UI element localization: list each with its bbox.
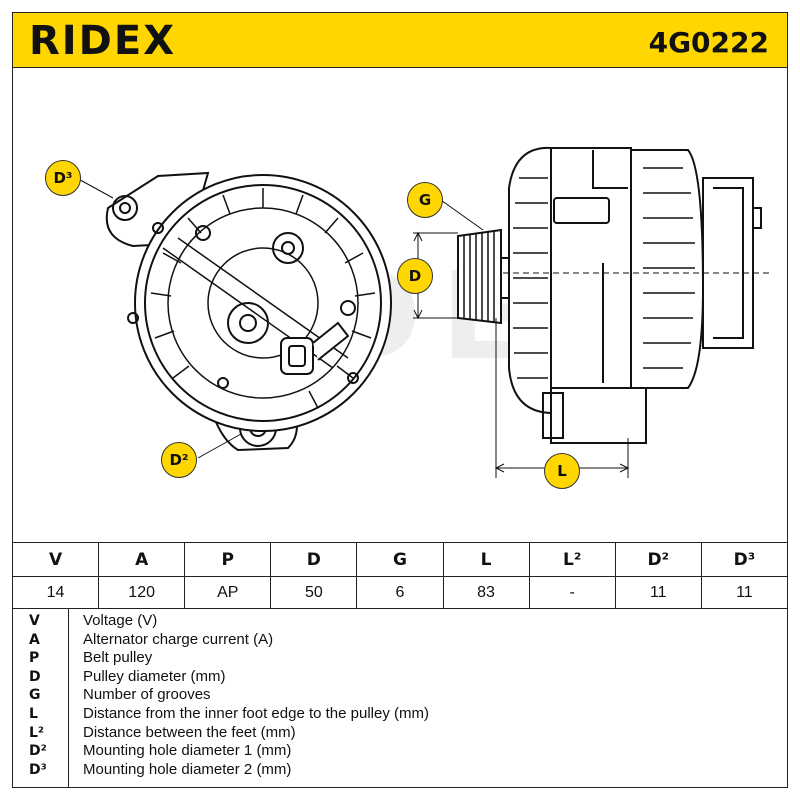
spec-value-cell: 50 [270,576,358,609]
spec-value-cell: - [528,576,616,609]
spec-value-cell: AP [184,576,272,609]
spec-header-cell: D [270,542,358,577]
legend: V Voltage (V) A Alternator charge curren… [12,608,788,788]
brand-logo: RIDEX [29,18,177,64]
spec-value-cell: 11 [700,576,789,609]
callout-l: L [544,453,580,489]
legend-row: V Voltage (V) [13,612,787,631]
callout-g: G [407,182,443,218]
legend-desc: Distance from the inner foot edge to the… [83,705,429,722]
legend-row: A Alternator charge current (A) [13,631,787,650]
callout-d2: D² [161,442,197,478]
legend-desc: Pulley diameter (mm) [83,667,226,685]
legend-key: A [29,631,40,648]
legend-row: D³ Mounting hole diameter 2 (mm) [13,761,787,780]
spec-header-cell: P [184,542,272,577]
spec-value-cell: 6 [356,576,444,609]
legend-row: L² Distance between the feet (mm) [13,724,787,743]
legend-desc: Voltage (V) [83,612,158,629]
alternator-front-view [105,171,392,452]
legend-key: D² [29,743,47,760]
spec-table: V A P D G L L² D² D³ 14 120 AP 50 6 83 -… [11,542,789,609]
spec-header-row: V A P D G L L² D² D³ [11,542,789,577]
spec-value-cell: 120 [98,576,186,609]
legend-desc: Belt pulley [83,649,153,667]
spec-value-cell: 83 [442,576,530,609]
alternator-side-view [457,146,773,444]
header-bar: RIDEX 4G0222 [12,12,788,68]
spec-header-cell: D² [614,542,702,577]
legend-desc: Mounting hole diameter 2 (mm) [83,760,292,778]
legend-desc: Mounting hole diameter 1 (mm) [83,742,292,760]
spec-header-cell: V [11,542,100,577]
legend-row: G Number of grooves [13,686,787,705]
legend-desc: Distance between the feet (mm) [83,723,296,741]
technical-drawing: RIDEX [13,68,787,542]
legend-row: P Belt pulley [13,649,787,668]
callout-d: D [397,258,433,294]
spec-header-cell: L [442,542,530,577]
legend-desc: Number of grooves [83,686,211,704]
dimension-lines [72,175,630,478]
legend-row: D² Mounting hole diameter 1 (mm) [13,742,787,761]
spec-header-cell: D³ [700,542,789,577]
spec-value-row: 14 120 AP 50 6 83 - 11 11 [11,576,789,609]
spec-value-cell: 14 [11,576,100,609]
legend-key: G [29,687,41,704]
spec-header-cell: L² [528,542,616,577]
legend-key: L² [29,724,45,741]
legend-key: V [29,613,40,629]
callout-d3: D³ [45,160,81,196]
legend-divider [68,608,69,787]
part-number: 4G0222 [648,26,769,59]
legend-desc: Alternator charge current (A) [83,630,274,648]
legend-key: D³ [29,761,47,778]
legend-row: D Pulley diameter (mm) [13,668,787,687]
spec-header-cell: A [98,542,186,577]
legend-row: L Distance from the inner foot edge to t… [13,705,787,724]
legend-key: P [29,650,40,667]
legend-key: L [29,706,38,722]
spec-value-cell: 11 [614,576,702,609]
spec-header-cell: G [356,542,444,577]
legend-key: D [29,668,41,685]
alternator-drawing-svg: RIDEX [72,146,773,478]
